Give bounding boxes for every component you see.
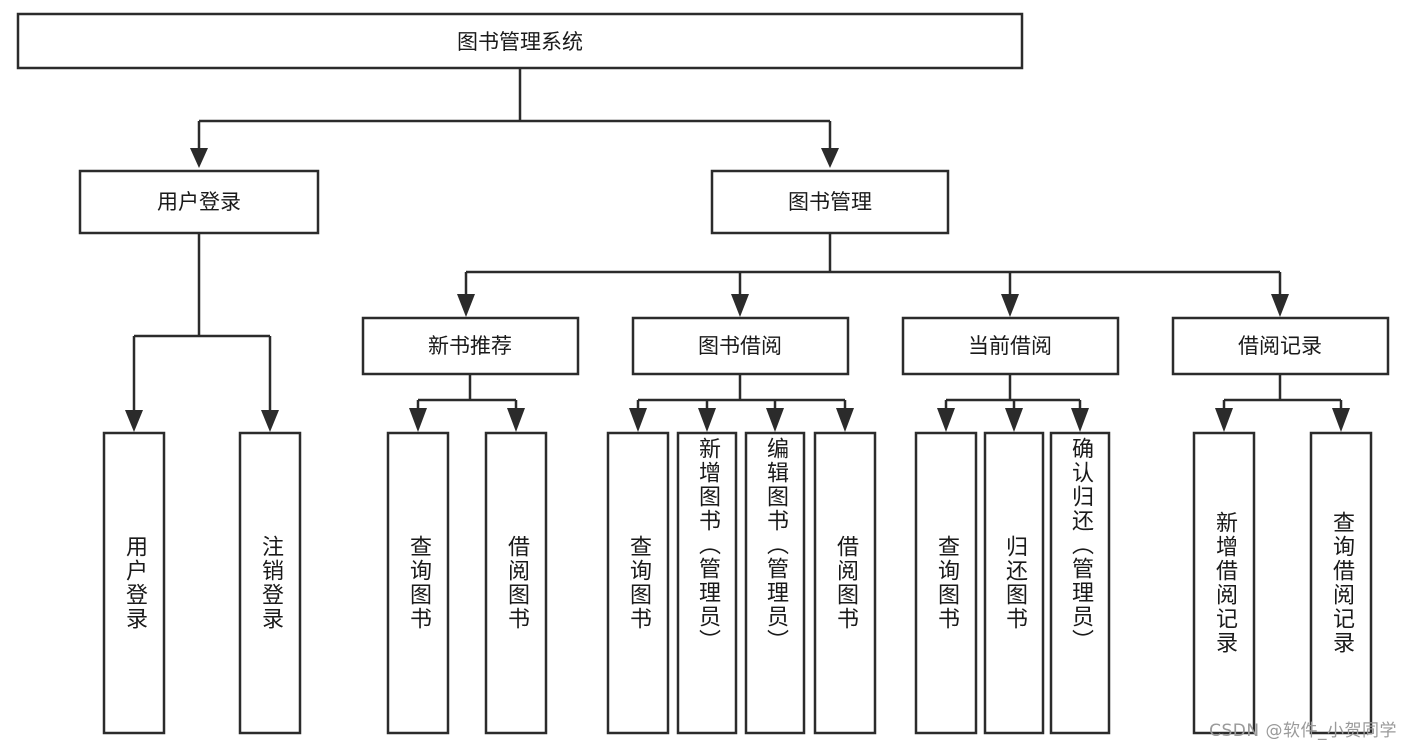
node-root-box — [16, 12, 1024, 70]
node-current-borrow[interactable]: 当前借阅 — [901, 316, 1120, 376]
leaf-edit-book-box[interactable] — [744, 431, 806, 735]
node-book-management-label: 图书管理 — [788, 190, 872, 214]
node-new-book-recommend-box — [361, 316, 580, 376]
leaf-logout-login-box[interactable] — [238, 431, 302, 735]
node-user-login-label: 用户登录 — [157, 190, 241, 214]
connector-root-bus — [190, 68, 839, 168]
node-new-book-recommend-label: 新书推荐 — [428, 334, 512, 358]
leaf-query-book-2-box[interactable] — [606, 431, 670, 735]
connector-new-book-recommend-leaves — [409, 374, 525, 432]
connector-borrow-record-leaves — [1215, 374, 1350, 432]
connector-book-management-children — [457, 233, 1289, 317]
leaf-query-record-box[interactable] — [1309, 431, 1373, 735]
node-current-borrow-box — [901, 316, 1120, 376]
connector-user-login-leaves — [125, 233, 279, 432]
leaf-borrow-book-1-box[interactable] — [484, 431, 548, 735]
node-book-borrow-label: 图书借阅 — [698, 334, 782, 358]
leaf-query-book-1-box[interactable] — [386, 431, 450, 735]
node-borrow-record-label: 借阅记录 — [1238, 334, 1322, 358]
node-root-label: 图书管理系统 — [457, 30, 583, 54]
node-current-borrow-label: 当前借阅 — [968, 334, 1052, 358]
leaf-user-login-box[interactable] — [102, 431, 166, 735]
leaf-confirm-return-box[interactable] — [1049, 431, 1111, 735]
node-user-login-box — [78, 169, 320, 235]
leaf-query-book-3-box[interactable] — [914, 431, 978, 735]
connector-current-borrow-leaves — [937, 374, 1089, 432]
node-new-book-recommend[interactable]: 新书推荐 — [361, 316, 580, 376]
leaf-borrow-book-2-box[interactable] — [813, 431, 877, 735]
connector-book-borrow-leaves — [629, 374, 854, 432]
node-borrow-record[interactable]: 借阅记录 — [1171, 316, 1390, 376]
node-user-login[interactable]: 用户登录 — [78, 169, 320, 235]
node-book-borrow[interactable]: 图书借阅 — [631, 316, 850, 376]
leaf-add-record-box[interactable] — [1192, 431, 1256, 735]
leaf-add-book-box[interactable] — [676, 431, 738, 735]
node-book-management[interactable]: 图书管理 — [710, 169, 950, 235]
leaf-return-book-box[interactable] — [983, 431, 1045, 735]
node-root[interactable]: 图书管理系统 — [16, 12, 1024, 70]
